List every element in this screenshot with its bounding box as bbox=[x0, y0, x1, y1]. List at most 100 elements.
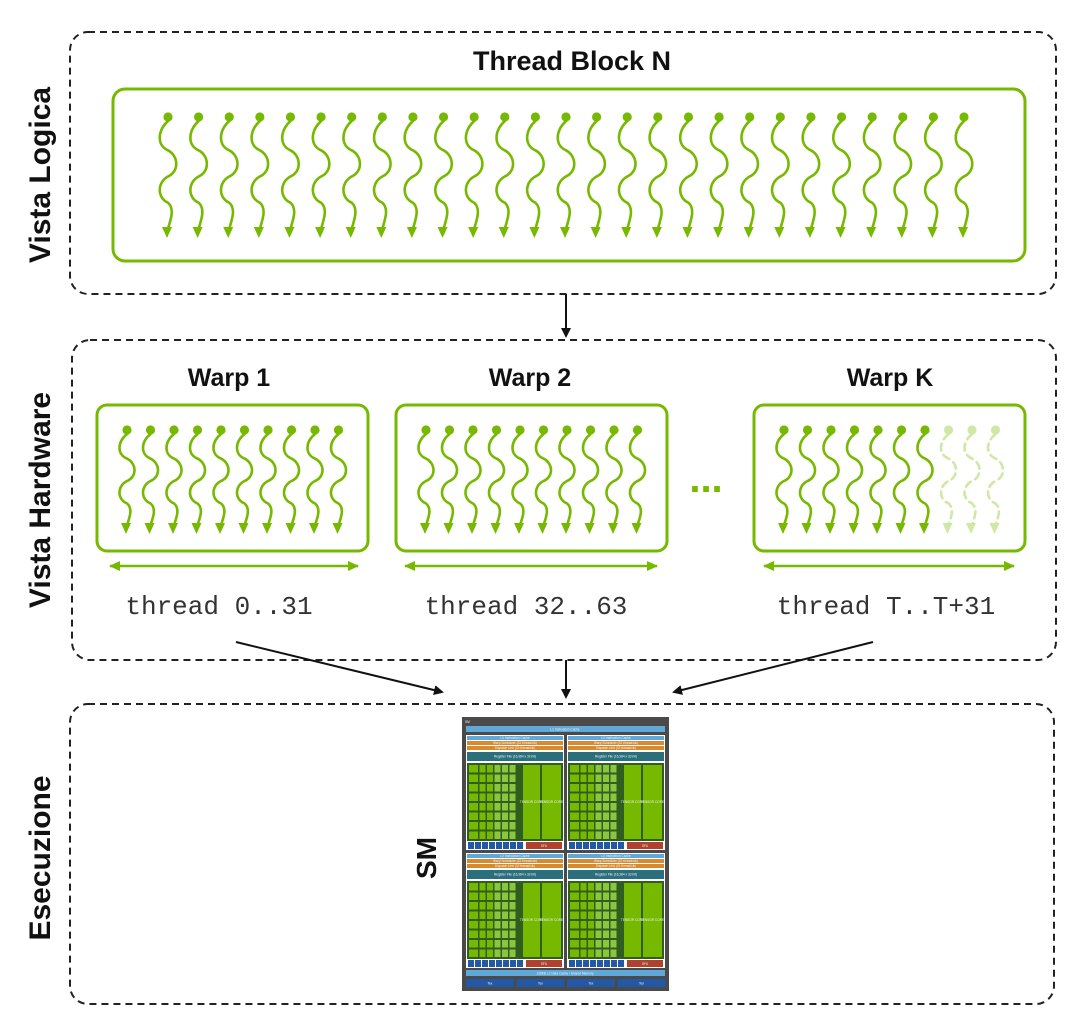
thread bbox=[487, 425, 506, 534]
sm-core-cell bbox=[479, 892, 486, 900]
sm-core-cell bbox=[588, 822, 594, 830]
thread-arrowhead bbox=[872, 523, 882, 534]
sm-partition-label: SFU bbox=[541, 844, 548, 848]
sm-ldst-unit bbox=[496, 960, 502, 967]
sm-core-cell bbox=[580, 812, 587, 820]
thread-path bbox=[212, 432, 230, 530]
thread-path bbox=[963, 432, 981, 530]
sm-core-cell bbox=[610, 921, 617, 929]
thread-start-dot bbox=[145, 425, 156, 435]
thread-start-dot bbox=[469, 112, 479, 122]
sm-partition-label: Warp Scheduler (32 thread/clk) bbox=[594, 859, 638, 863]
sm-core-cell bbox=[603, 902, 609, 910]
thread-arrowhead bbox=[121, 523, 131, 534]
thread-arrowhead bbox=[896, 227, 907, 238]
thread-start-dot bbox=[500, 112, 510, 122]
thread bbox=[525, 112, 545, 238]
sm-core-cell bbox=[595, 902, 602, 910]
thread bbox=[822, 425, 840, 534]
sm-core-cell bbox=[494, 902, 501, 910]
thread-path bbox=[605, 432, 623, 530]
sm-core-cell bbox=[570, 911, 579, 919]
thread-path bbox=[939, 432, 958, 530]
sm-partition-label: Warp Scheduler (32 thread/clk) bbox=[493, 741, 537, 745]
thread-arrowhead bbox=[713, 227, 724, 238]
sm-core-cell bbox=[469, 911, 478, 919]
sm-core-cell bbox=[603, 892, 609, 900]
sm-core-cell bbox=[479, 930, 486, 938]
sm-core-cell bbox=[494, 812, 501, 820]
sm-ldst-unit bbox=[510, 960, 516, 967]
sm-core-cell bbox=[479, 949, 486, 957]
thread bbox=[893, 112, 913, 238]
sm-core-cell bbox=[595, 765, 602, 773]
sm-core-cell bbox=[603, 911, 609, 919]
thread bbox=[916, 425, 934, 534]
thread-path bbox=[892, 432, 911, 530]
warp-1-box bbox=[95, 403, 370, 553]
sm-l1-icache-label: L1 Instruction Cache bbox=[550, 728, 579, 732]
thread-start-dot bbox=[163, 112, 173, 122]
thread-arrowhead bbox=[560, 227, 570, 238]
warp-2-range: thread 32..63 bbox=[425, 592, 628, 622]
sm-dispatch-bar bbox=[568, 864, 664, 868]
sm-core-cell bbox=[469, 883, 478, 891]
sm-core-cell bbox=[487, 930, 493, 938]
sm-core-cell bbox=[580, 911, 587, 919]
sm-core-cell bbox=[509, 930, 516, 938]
warp-2-title: Warp 2 bbox=[489, 364, 571, 392]
sm-core-cell bbox=[494, 831, 501, 839]
thread-start-dot bbox=[896, 425, 907, 435]
thread-path bbox=[581, 432, 600, 530]
thread-arrowhead bbox=[608, 523, 618, 534]
thread-start-dot bbox=[802, 425, 813, 435]
sm-core-cell bbox=[487, 822, 493, 830]
thread-path bbox=[282, 432, 301, 530]
thread bbox=[433, 112, 454, 238]
sm-ldst-unit bbox=[517, 960, 523, 967]
sm-l1-data-cache-label: 128KB L1 Data Cache / Shared Memory bbox=[536, 972, 593, 976]
thread-arrowhead bbox=[801, 523, 812, 534]
thread bbox=[986, 425, 1005, 534]
sm-core-cell bbox=[494, 822, 501, 830]
sm-core-cell bbox=[580, 774, 587, 782]
thread bbox=[189, 112, 209, 238]
sm-core-cell bbox=[603, 822, 609, 830]
sm-partition-label: Register File (16,384 x 32-bit) bbox=[595, 755, 637, 759]
sm-register-file bbox=[467, 870, 563, 879]
sm-core-cell bbox=[570, 793, 579, 801]
thread-start-dot bbox=[632, 425, 643, 435]
sm-core-cell bbox=[570, 940, 579, 948]
thread-arrowhead bbox=[490, 523, 501, 534]
sm-partition-label: SFU bbox=[642, 844, 649, 848]
sm-core-cell bbox=[570, 902, 579, 910]
thread-start-dot bbox=[585, 425, 596, 435]
thread-start-dot bbox=[421, 425, 431, 435]
thread-path bbox=[775, 432, 793, 530]
warp-k: Warp K thread T..T+31 bbox=[752, 364, 1027, 622]
sm-core-cell bbox=[502, 812, 508, 820]
sm-core-cell bbox=[502, 883, 508, 891]
sm-core-cell bbox=[479, 812, 486, 820]
thread-start-dot bbox=[609, 425, 619, 435]
thread-arrowhead bbox=[443, 523, 454, 534]
thread-arrowhead bbox=[989, 523, 1000, 534]
sm-sfu-unit bbox=[526, 842, 562, 849]
sm-tensor-core bbox=[542, 765, 561, 839]
thread-arrowhead bbox=[437, 227, 448, 238]
thread-path bbox=[372, 119, 392, 234]
thread-start-dot bbox=[316, 112, 326, 122]
thread-path bbox=[845, 432, 864, 530]
thread bbox=[709, 112, 729, 238]
execution-section: Esecuzione SM SM L1 Instruction Cache L0… bbox=[24, 703, 1055, 1005]
sm-core-cell bbox=[509, 793, 516, 801]
sm-core-cell bbox=[487, 883, 493, 891]
sm-core-cell bbox=[502, 949, 508, 957]
thread-arrowhead bbox=[514, 523, 524, 534]
thread-start-dot bbox=[239, 425, 250, 435]
thread-arrowhead bbox=[835, 227, 846, 238]
sm-sfu-unit bbox=[526, 960, 562, 967]
sm-ldst-unit bbox=[597, 842, 603, 849]
sm-header: SM bbox=[465, 720, 470, 724]
thread bbox=[923, 112, 943, 238]
